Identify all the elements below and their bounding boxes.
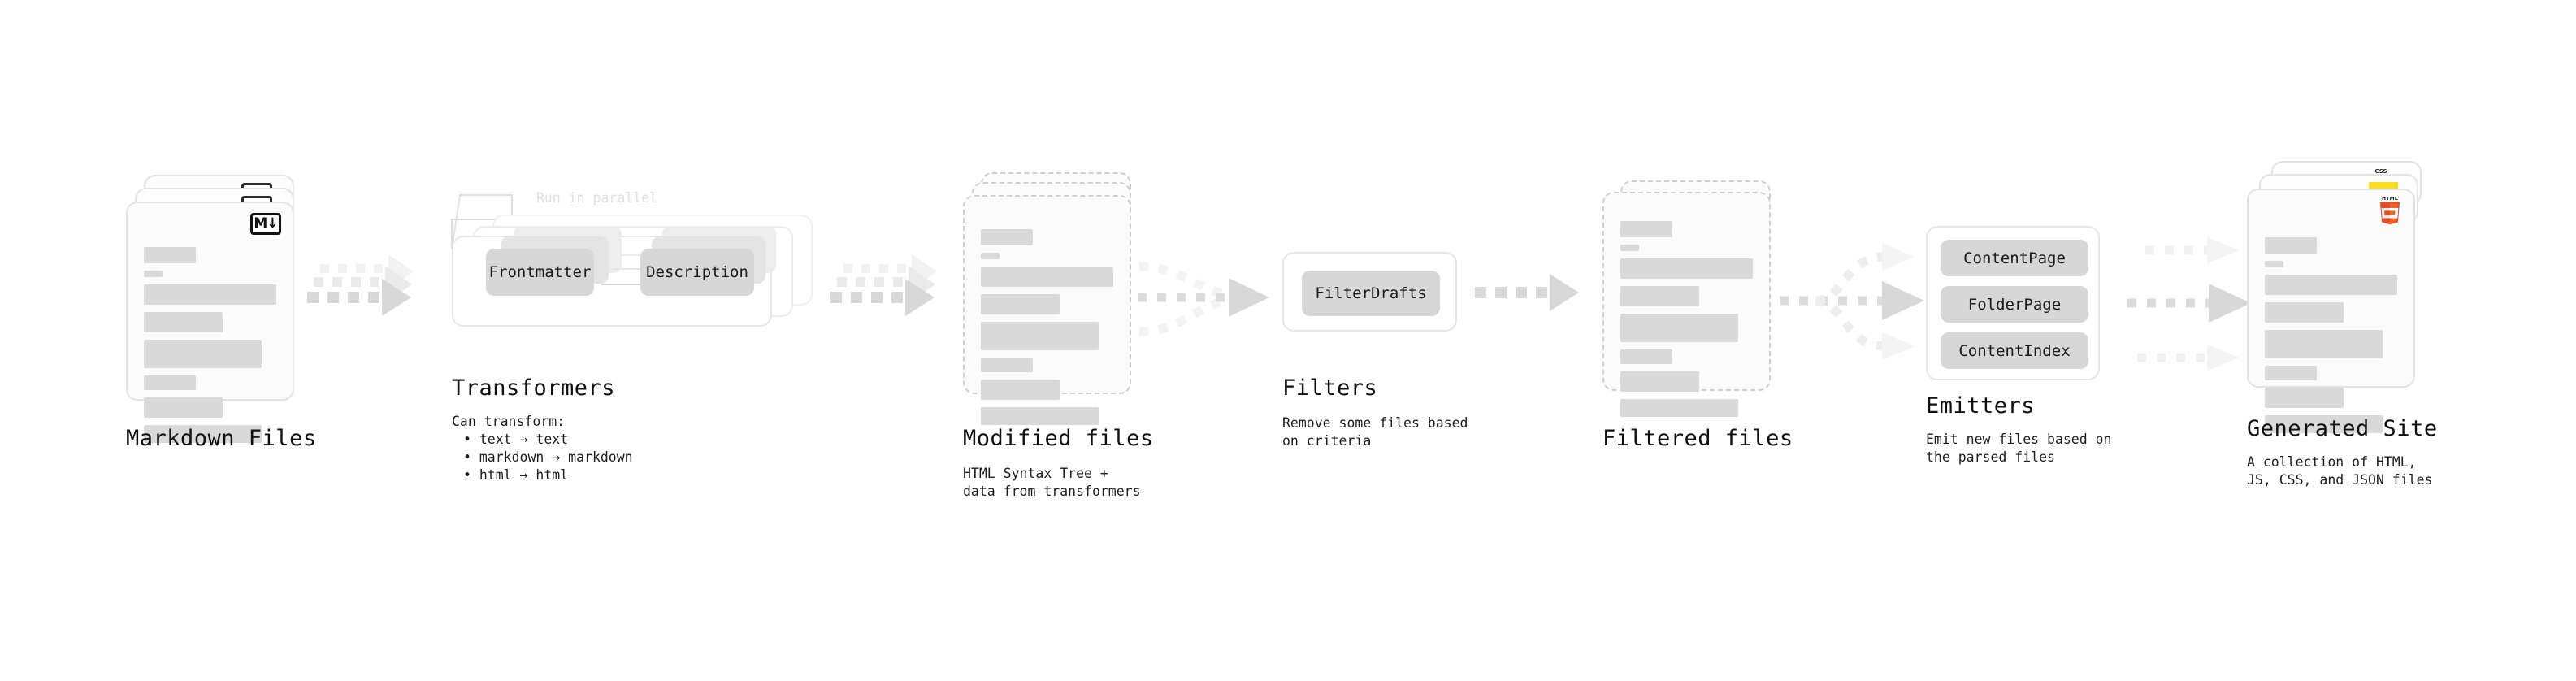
svg-text:HTML: HTML	[2382, 197, 2398, 202]
skeleton-bar	[981, 358, 1033, 372]
filters-box: FilterDrafts	[1282, 252, 1457, 332]
skeleton-bar	[981, 253, 1000, 259]
skeleton-bar	[144, 375, 196, 390]
skeleton-bar	[2265, 237, 2317, 254]
skeleton-bar	[1620, 314, 1738, 342]
skeleton-bar	[981, 322, 1099, 350]
generated-card-front: HTML	[2247, 189, 2415, 433]
filtered-skeleton-body	[1620, 221, 1754, 424]
generated-skeleton-body	[2265, 237, 2399, 440]
skeleton-bar	[1620, 286, 1699, 306]
skeleton-bar	[1620, 371, 1699, 392]
filtered-card-front	[1602, 192, 1771, 417]
list-item: • text → text	[463, 432, 569, 447]
connector-filtered-to-emitters	[1780, 243, 1924, 360]
emitter-chip-contentindex[interactable]: ContentIndex	[1941, 332, 2088, 369]
transformers-title: Transformers	[452, 375, 616, 401]
markdown-badge-icon: M↓	[250, 213, 281, 235]
transformers-subtitle: Can transform:	[452, 414, 566, 429]
html5-logo-icon: HTML	[2379, 197, 2400, 225]
skeleton-bar	[981, 380, 1060, 400]
emitter-chip-folderpage[interactable]: FolderPage	[1941, 286, 2088, 323]
skeleton-bar	[1620, 258, 1753, 279]
skeleton-bar	[144, 425, 262, 443]
emitter-chip-contentpage[interactable]: ContentPage	[1941, 240, 2088, 276]
connector-emitters-to-site	[2127, 237, 2251, 371]
filtered-files-stack	[1602, 180, 1781, 417]
skeleton-bar	[144, 247, 196, 263]
skeleton-bar	[2265, 330, 2383, 358]
modified-files-title: Modified files	[963, 426, 1154, 451]
emitters-title: Emitters	[1926, 393, 2036, 419]
skeleton-bar	[1620, 245, 1639, 251]
skeleton-bar	[981, 407, 1099, 425]
list-item: • markdown → markdown	[463, 449, 633, 465]
generated-site-subtitle: A collection of HTML, JS, CSS, and JSON …	[2247, 454, 2433, 488]
skeleton-bar	[981, 294, 1060, 314]
modified-files-stack	[963, 172, 1142, 425]
generated-site-title: Generated Site	[2247, 416, 2438, 441]
skeleton-bar	[981, 229, 1033, 245]
skeleton-bar	[2265, 366, 2317, 380]
transformer-chip-description[interactable]: Description	[640, 249, 754, 296]
generated-site-stack: CSS HTML	[2247, 161, 2434, 433]
filtered-files-title: Filtered files	[1602, 426, 1793, 451]
skeleton-bar	[144, 284, 276, 305]
skeleton-bar	[144, 312, 223, 332]
skeleton-bar	[2265, 388, 2344, 408]
markdown-card-front: M↓	[126, 202, 294, 443]
skeleton-bar	[144, 271, 163, 277]
skeleton-bar	[1620, 399, 1738, 417]
skeleton-bar	[144, 397, 223, 418]
connector-md-to-transformers	[307, 254, 414, 316]
run-in-parallel-note: Run in parallel	[536, 190, 658, 206]
filter-chip-filterdrafts[interactable]: FilterDrafts	[1302, 271, 1440, 316]
connector-transformers-to-modified	[830, 254, 937, 316]
skeleton-bar	[2265, 261, 2283, 267]
skeleton-bar	[2265, 275, 2397, 295]
transformers-group: Run in parallel Frontmatter Description	[439, 190, 821, 356]
connector-modified-to-filters	[1138, 262, 1269, 336]
markdown-skeleton-body	[144, 247, 278, 450]
skeleton-bar	[2265, 415, 2383, 433]
skeleton-bar	[2265, 302, 2344, 323]
skeleton-bar	[144, 340, 262, 368]
modified-files-subtitle: HTML Syntax Tree + data from transformer…	[963, 466, 1141, 499]
emitters-box: ContentPage FolderPage ContentIndex	[1926, 226, 2100, 380]
transformers-bullet-list: • text → text • markdown → markdown • ht…	[452, 431, 633, 484]
emitters-subtitle: Emit new files based on the parsed files	[1926, 432, 2112, 465]
skeleton-bar	[981, 267, 1113, 287]
markdown-files-stack: M↓	[126, 175, 305, 443]
markdown-files-title: Markdown Files	[126, 426, 317, 451]
skeleton-bar	[1620, 221, 1672, 237]
filters-subtitle: Remove some files based on criteria	[1282, 415, 1468, 449]
modified-skeleton-body	[981, 229, 1115, 432]
modified-card-front	[963, 195, 1131, 425]
filters-title: Filters	[1282, 375, 1378, 401]
list-item: • html → html	[463, 466, 569, 483]
skeleton-bar	[1620, 349, 1672, 364]
transformer-chip-frontmatter[interactable]: Frontmatter	[486, 249, 594, 296]
connector-filters-to-filtered	[1475, 274, 1579, 311]
